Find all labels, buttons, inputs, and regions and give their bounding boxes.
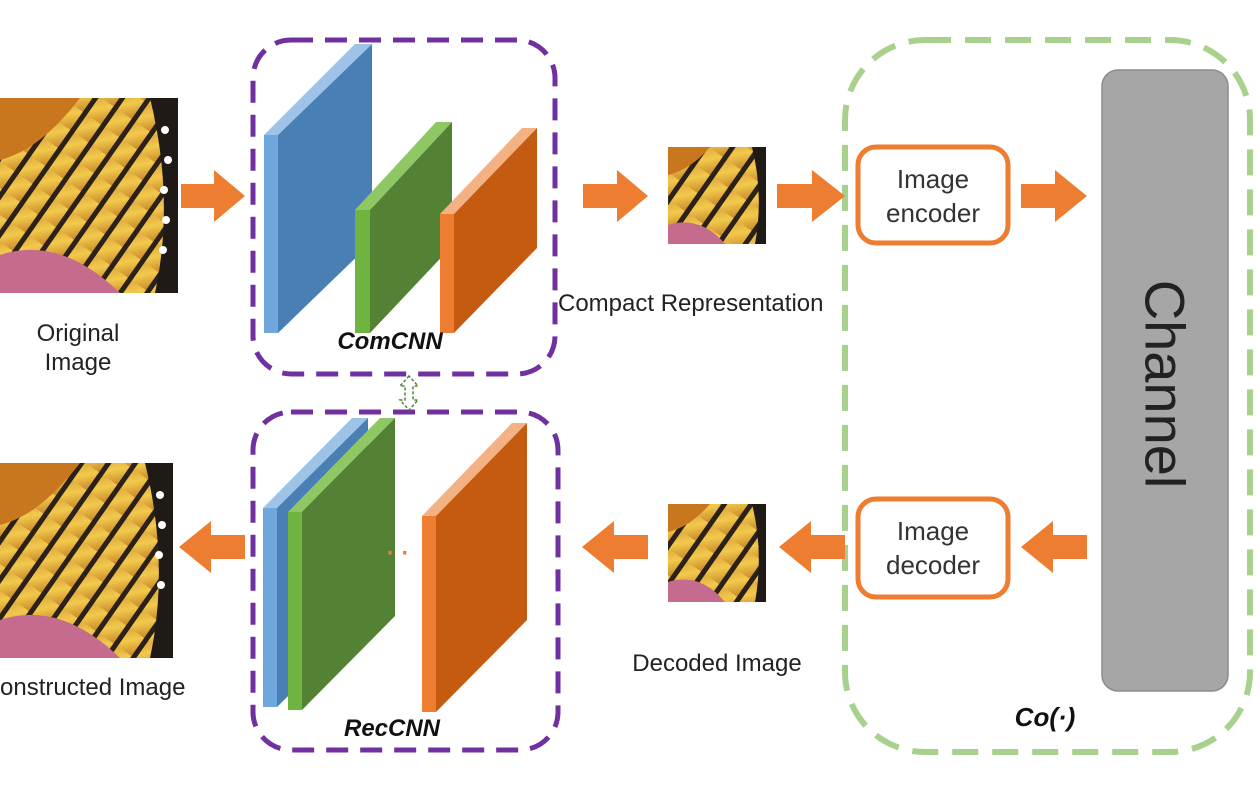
- reccnn-dots: · ·: [386, 540, 410, 567]
- original-image: [0, 98, 178, 293]
- compact-representation-label: Compact Representation: [558, 290, 824, 317]
- comcnn-box: [250, 37, 558, 377]
- decoded-image-label: Decoded Image: [632, 650, 802, 677]
- co-box: [842, 37, 1253, 755]
- channel-block: [1101, 69, 1229, 692]
- reccnn-layer-green: [288, 418, 395, 710]
- arrow-decoded-to-reccnn: [582, 521, 648, 573]
- image-decoder-box: [855, 496, 1011, 600]
- image-encoder-box: [855, 144, 1011, 246]
- arrow-encoder-to-channel: [1021, 170, 1087, 222]
- image-decoder-text: Image decoder: [858, 515, 1008, 583]
- co-label: Co(·): [1014, 702, 1076, 732]
- comcnn-layer-orange: [440, 128, 537, 333]
- arrow-reccnn-to-reconstructed: [179, 521, 245, 573]
- arrow-original-to-comcnn: [181, 170, 245, 222]
- comcnn-label: ComCNN: [337, 328, 443, 355]
- reccnn-layer-orange: [422, 423, 527, 712]
- channel-label: Channel: [1133, 279, 1197, 489]
- original-image-label-line1: Original: [36, 320, 120, 347]
- image-decoder-line1: Image: [896, 516, 970, 546]
- reccnn-label: RecCNN: [343, 715, 441, 742]
- comcnn-layer-blue: [264, 44, 372, 333]
- comcnn-layer-green: [355, 122, 452, 333]
- arrow-compact-to-encoder: [777, 170, 845, 222]
- image-encoder-text: Image encoder: [858, 163, 1008, 231]
- original-image-label-line2: Image: [44, 348, 112, 376]
- reccnn-box: [250, 409, 561, 753]
- shared-double-arrow-icon: [398, 374, 420, 412]
- arrow-decoder-to-decoded: [779, 521, 845, 573]
- reconstructed-image-label: onstructed Image: [0, 674, 186, 701]
- reconstructed-image: [0, 463, 173, 658]
- arrow-channel-to-decoder: [1021, 521, 1087, 573]
- original-image-label: Original Image: [0, 320, 156, 378]
- decoded-image: [668, 504, 766, 602]
- image-encoder-line1: Image: [896, 164, 970, 194]
- compact-representation-image: [668, 147, 766, 244]
- image-encoder-line2: encoder: [886, 197, 980, 228]
- arrow-comcnn-to-compact: [583, 170, 648, 222]
- image-decoder-line2: decoder: [886, 549, 980, 580]
